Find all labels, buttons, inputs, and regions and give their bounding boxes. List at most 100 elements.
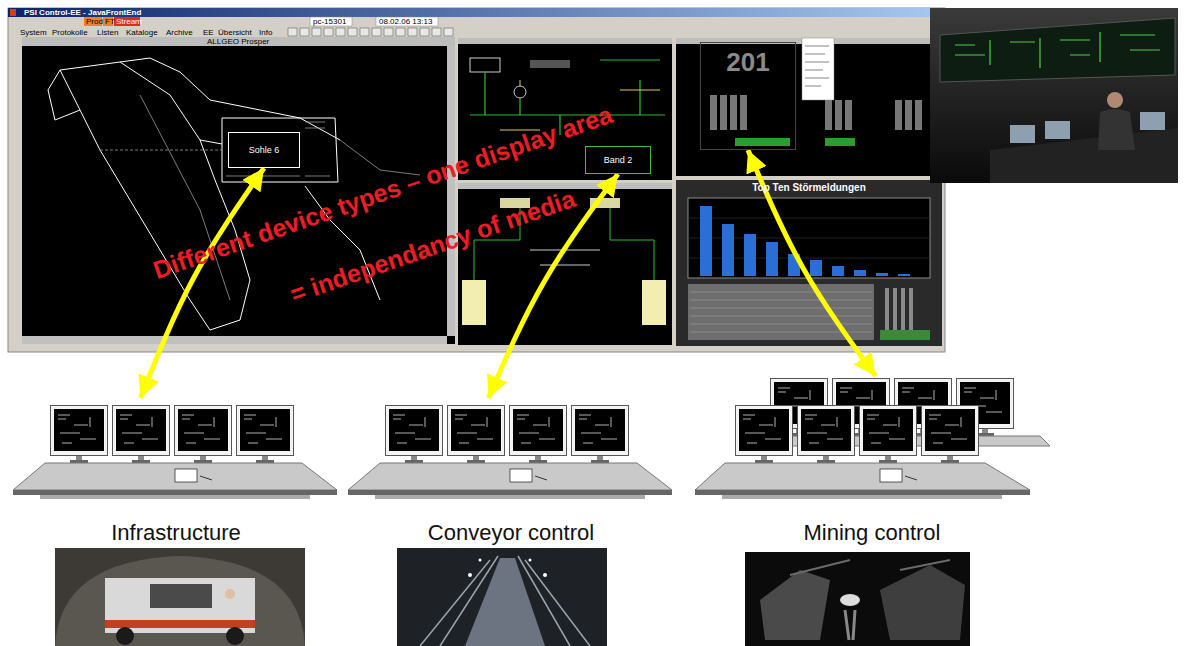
- screenshot-window-part: [8, 8, 945, 352]
- chart-panel-part-part: [832, 266, 844, 276]
- workstation: Mining control: [698, 376, 1046, 548]
- control-room-photo: [930, 8, 1178, 183]
- screenshot-window-part-part: [432, 28, 441, 36]
- workstation: Infrastructure: [15, 398, 337, 548]
- workstation-illustration-part: [695, 463, 1030, 490]
- workstation-illustration-part: [695, 490, 1030, 495]
- screenshot-window-part-part: [444, 28, 453, 36]
- mining-photo-part: [745, 552, 970, 646]
- gauge-panel-part: [735, 138, 790, 146]
- chart-panel-part-part: [700, 206, 712, 276]
- screenshot-window-part: [84, 17, 102, 26]
- chart-panel: [676, 180, 942, 346]
- workstation-illustration-part: [348, 463, 672, 490]
- map-panel-part-part: [100, 150, 222, 151]
- chart-panel-part: [688, 198, 930, 278]
- screenshot-window-part-part: [300, 28, 309, 36]
- conveyor-photo: [397, 548, 607, 646]
- mode-flag: Prod: [86, 17, 103, 26]
- menu-item: EE: [203, 28, 214, 37]
- chart-panel-part-part: [876, 273, 888, 276]
- mining-photo-part: [840, 594, 860, 606]
- gauge-panel-part: [676, 38, 942, 176]
- chart-panel: Top Ten Störmeldungen: [676, 180, 942, 346]
- section-number: 201: [726, 47, 769, 77]
- schematic-panel-part: [642, 280, 666, 325]
- screenshot-window-part-part: [360, 28, 369, 36]
- screenshot-window-part-part: [396, 28, 405, 36]
- mode-flag: Stream: [116, 17, 142, 26]
- screenshot-window-part-part: [288, 28, 297, 36]
- conveyor-photo-part: [529, 559, 532, 562]
- gauge-panel-part-part: [915, 100, 922, 130]
- screenshot-window-part-part: [348, 28, 357, 36]
- schematic-panel-part: [458, 38, 672, 44]
- screenshot-window-part-part: [372, 28, 381, 36]
- gauge-panel: [676, 38, 942, 176]
- vehicle-photo-part: [226, 627, 244, 645]
- workstation-illustration: [695, 379, 1050, 500]
- gauge-panel-part-part: [710, 95, 717, 130]
- chart-title: Top Ten Störmeldungen: [752, 182, 866, 194]
- workstation-illustration-part: [237, 406, 294, 464]
- menu-item: Kataloge: [126, 28, 158, 37]
- vehicle-photo-part: [225, 589, 235, 599]
- chart-panel-part-part: [766, 242, 778, 276]
- schematic-panel-part: [470, 58, 500, 72]
- workstation-label: Conveyor control: [428, 520, 594, 546]
- menu-item: Übersicht: [218, 28, 252, 37]
- mining-photo-part: [880, 565, 965, 640]
- map-panel-part-part: [200, 140, 222, 144]
- workstation-illustration-part: [510, 469, 532, 482]
- gauge-panel-part-part: [730, 95, 737, 130]
- screenshot-window-part: [8, 8, 945, 17]
- schematic-panel-part: [514, 86, 526, 98]
- screenshot-window-part: [10, 9, 16, 16]
- workstation-illustration-part: [905, 476, 917, 480]
- screenshot-window-part-part: [312, 28, 321, 36]
- vehicle-photo-part: [105, 578, 255, 633]
- vehicle-photo-part: [105, 620, 255, 628]
- workstation-illustration-part: [51, 406, 108, 464]
- chart-panel-part: [676, 180, 942, 346]
- menu-item: Protokolle: [52, 28, 88, 37]
- workstation-illustration-part: [722, 495, 1002, 499]
- vehicle-photo-part: [55, 556, 305, 646]
- conveyor-photo-part: [420, 556, 590, 646]
- mining-photo: [745, 552, 970, 646]
- control-room-photo-part: [940, 18, 1175, 82]
- workstation-illustration-part: [13, 490, 337, 495]
- chart-panel-part: [690, 292, 872, 332]
- screenshot-window-part-part: [336, 28, 345, 36]
- workstation-illustration-part: [175, 469, 197, 482]
- timestamp: 08.02.06 13:13: [379, 17, 432, 26]
- host-name: pc-15301: [313, 17, 346, 26]
- screenshot-window-part: [310, 17, 352, 26]
- map-target: Sohle 6: [228, 132, 300, 168]
- screenshot-window-part: [288, 28, 453, 36]
- workstation-illustration-part: [175, 406, 232, 464]
- map-panel-part-part: [226, 122, 330, 176]
- control-room-photo-part: [1010, 125, 1035, 143]
- map-panel-part-part: [222, 118, 338, 182]
- screenshot-window: [8, 8, 945, 352]
- chart-panel-part-part: [854, 270, 866, 276]
- vehicle-photo-part: [116, 627, 134, 645]
- map-panel-part: [22, 336, 447, 344]
- mining-photo-part: [845, 610, 855, 640]
- map-panel-part: [22, 37, 455, 46]
- menu-item: Archive: [166, 28, 193, 37]
- screenshot-window-part-part: [324, 28, 333, 36]
- chart-panel-part-part: [722, 224, 734, 276]
- screenshot-window-part-part: [384, 28, 393, 36]
- control-room-photo-part: [1098, 109, 1135, 150]
- screenshot-window-part: [376, 17, 438, 26]
- workstation-illustration-part: [860, 406, 917, 464]
- gauge-panel-part: [802, 38, 834, 100]
- vehicle-photo-part: [55, 548, 305, 646]
- workstation-illustration-part: [40, 495, 310, 499]
- workstation: Conveyor control: [350, 398, 672, 548]
- vehicle-photo: [55, 548, 305, 646]
